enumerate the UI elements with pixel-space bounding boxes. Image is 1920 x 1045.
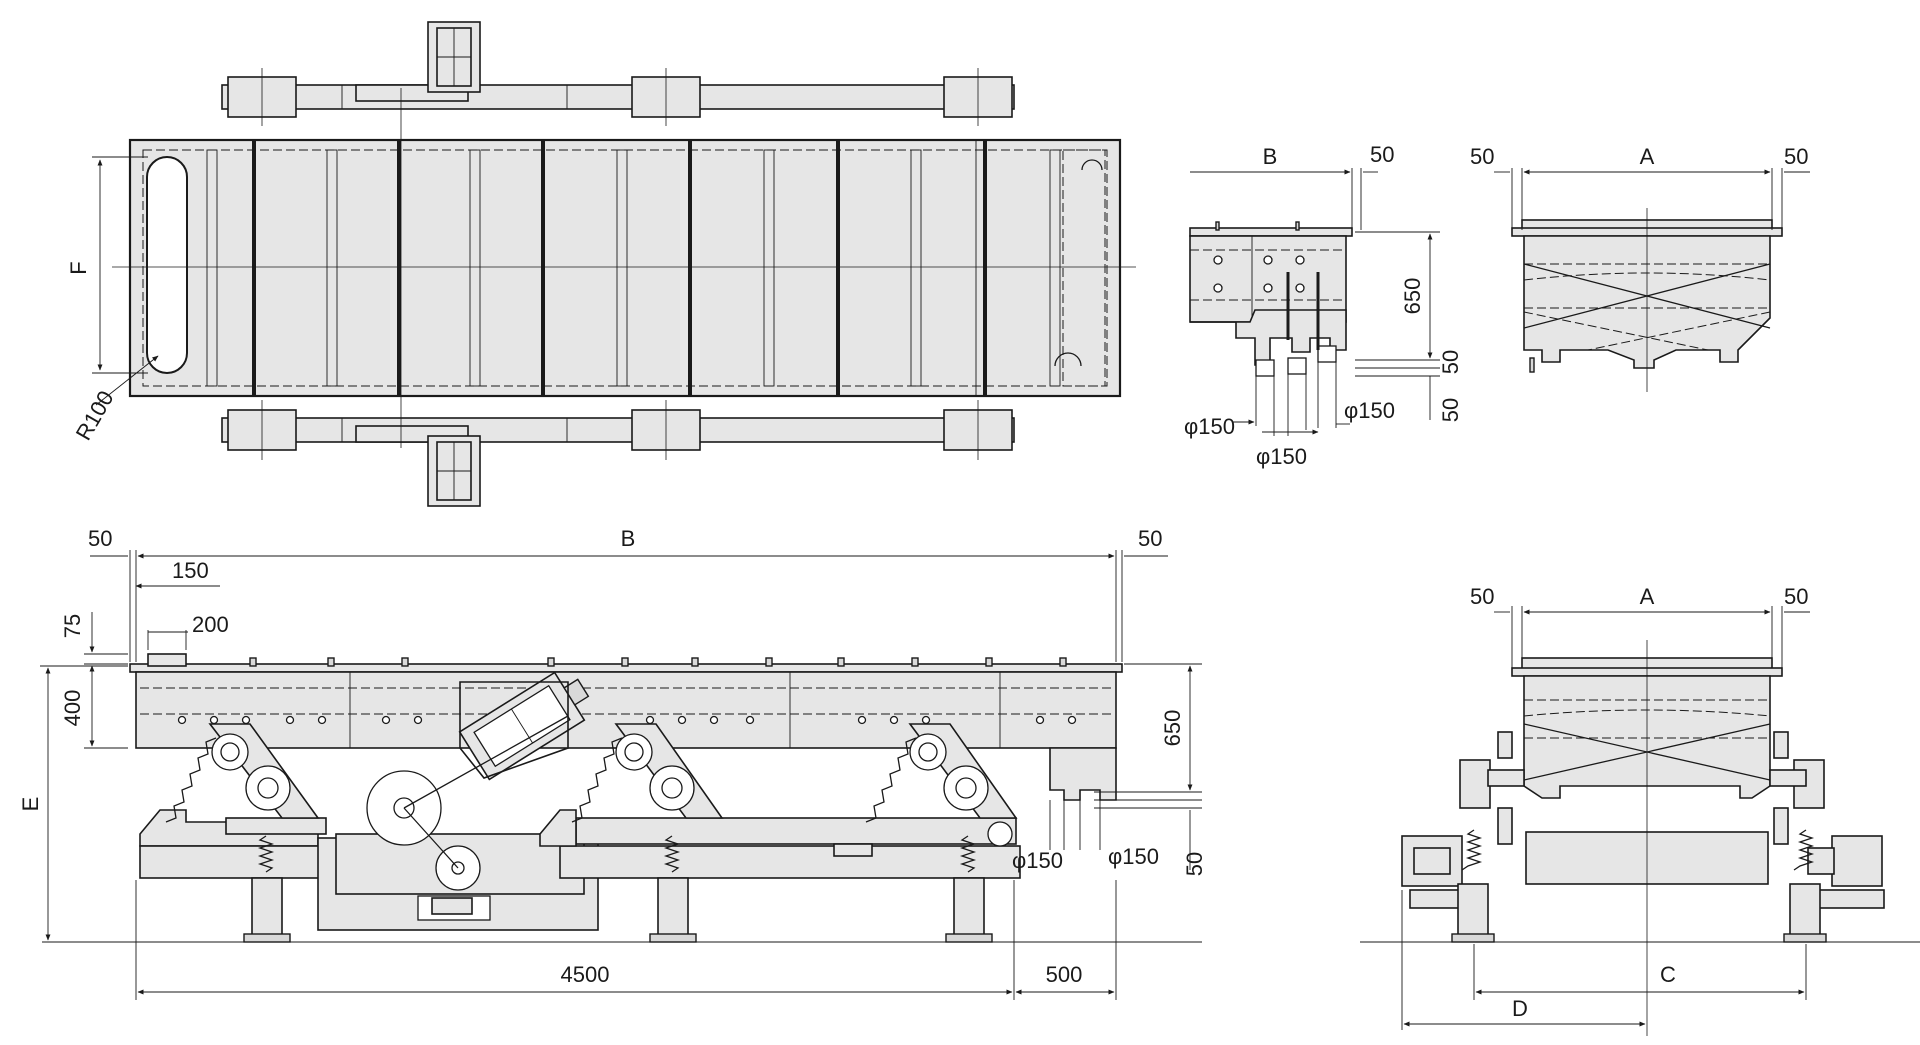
front-view: 50 B 50 150 200 75 400 E 650 50 φ150 φ15… (18, 526, 1207, 1000)
side-dim-50-b: 50 (1438, 398, 1463, 422)
side-section: B 50 650 50 50 φ150 φ150 φ150 (1184, 142, 1463, 469)
front-dim-200: 200 (192, 612, 229, 637)
end-section: 50 A 50 (1470, 144, 1810, 392)
front-dim-b: B (621, 526, 636, 551)
side-dim-50-top: 50 (1370, 142, 1394, 167)
end-view-dim-c: C (1660, 962, 1676, 987)
plan-dim-radius: R100 (71, 386, 119, 444)
side-dim-dia-right: φ150 (1344, 398, 1395, 423)
front-dim-150: 150 (172, 558, 209, 583)
end-section-dim-a: A (1640, 144, 1655, 169)
side-dim-dia-left: φ150 (1184, 414, 1235, 439)
end-section-dim-50-right: 50 (1784, 144, 1808, 169)
plan-view: F R100 (66, 21, 1136, 507)
end-view-dim-a: A (1640, 584, 1655, 609)
side-dim-b: B (1263, 144, 1278, 169)
front-dim-400: 400 (60, 690, 85, 727)
front-dim-650: 650 (1160, 710, 1185, 747)
front-dim-dia-right: φ150 (1108, 844, 1159, 869)
side-dim-650: 650 (1400, 278, 1425, 315)
end-section-dim-50-left: 50 (1470, 144, 1494, 169)
front-dim-50-right: 50 (1138, 526, 1162, 551)
end-view-dim-d: D (1512, 996, 1528, 1021)
plan-dim-f: F (66, 261, 91, 274)
front-dim-500: 500 (1046, 962, 1083, 987)
front-dim-50-bottom: 50 (1182, 852, 1207, 876)
front-dim-4500: 4500 (561, 962, 610, 987)
end-view-dim-50-right: 50 (1784, 584, 1808, 609)
end-view-dim-50-left: 50 (1470, 584, 1494, 609)
front-dim-50-left: 50 (88, 526, 112, 551)
side-dim-50-a: 50 (1438, 350, 1463, 374)
front-dim-dia-left: φ150 (1012, 848, 1063, 873)
front-dim-75: 75 (60, 614, 85, 638)
front-dim-e: E (18, 797, 43, 812)
side-dim-dia-mid: φ150 (1256, 444, 1307, 469)
end-view: 50 A 50 C D (1360, 584, 1920, 1036)
